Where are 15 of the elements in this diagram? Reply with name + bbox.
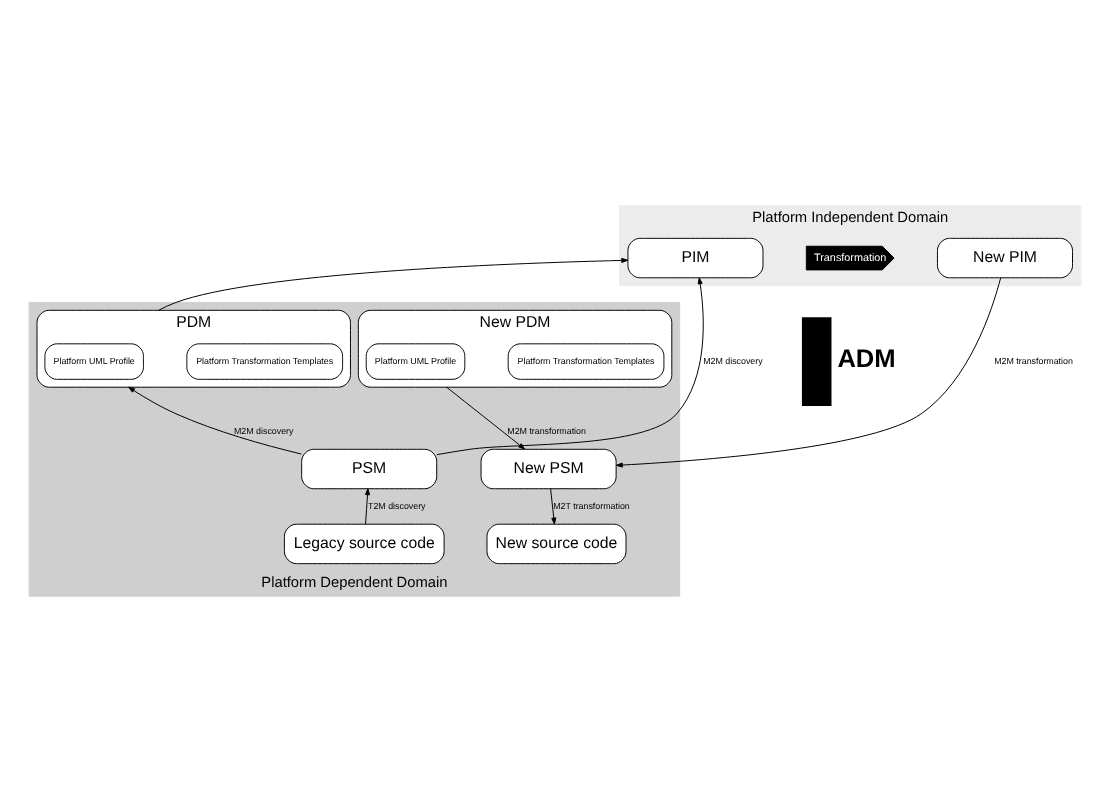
node-box: PIM [627, 236, 764, 278]
node-box: New PSM [480, 447, 617, 489]
node-label: ADM [837, 341, 896, 372]
arrow [550, 487, 557, 524]
arrow [446, 385, 526, 449]
node-box: Legacy source code [283, 522, 445, 564]
node-arch [801, 316, 832, 405]
arrow [364, 487, 371, 524]
arrow [615, 276, 1002, 467]
arrow [436, 276, 704, 455]
node-box: New PIM [936, 236, 1073, 278]
node-box: New source code [486, 522, 627, 564]
arrow [128, 385, 302, 454]
node-box: PSM [301, 447, 438, 489]
arrow [158, 256, 629, 310]
